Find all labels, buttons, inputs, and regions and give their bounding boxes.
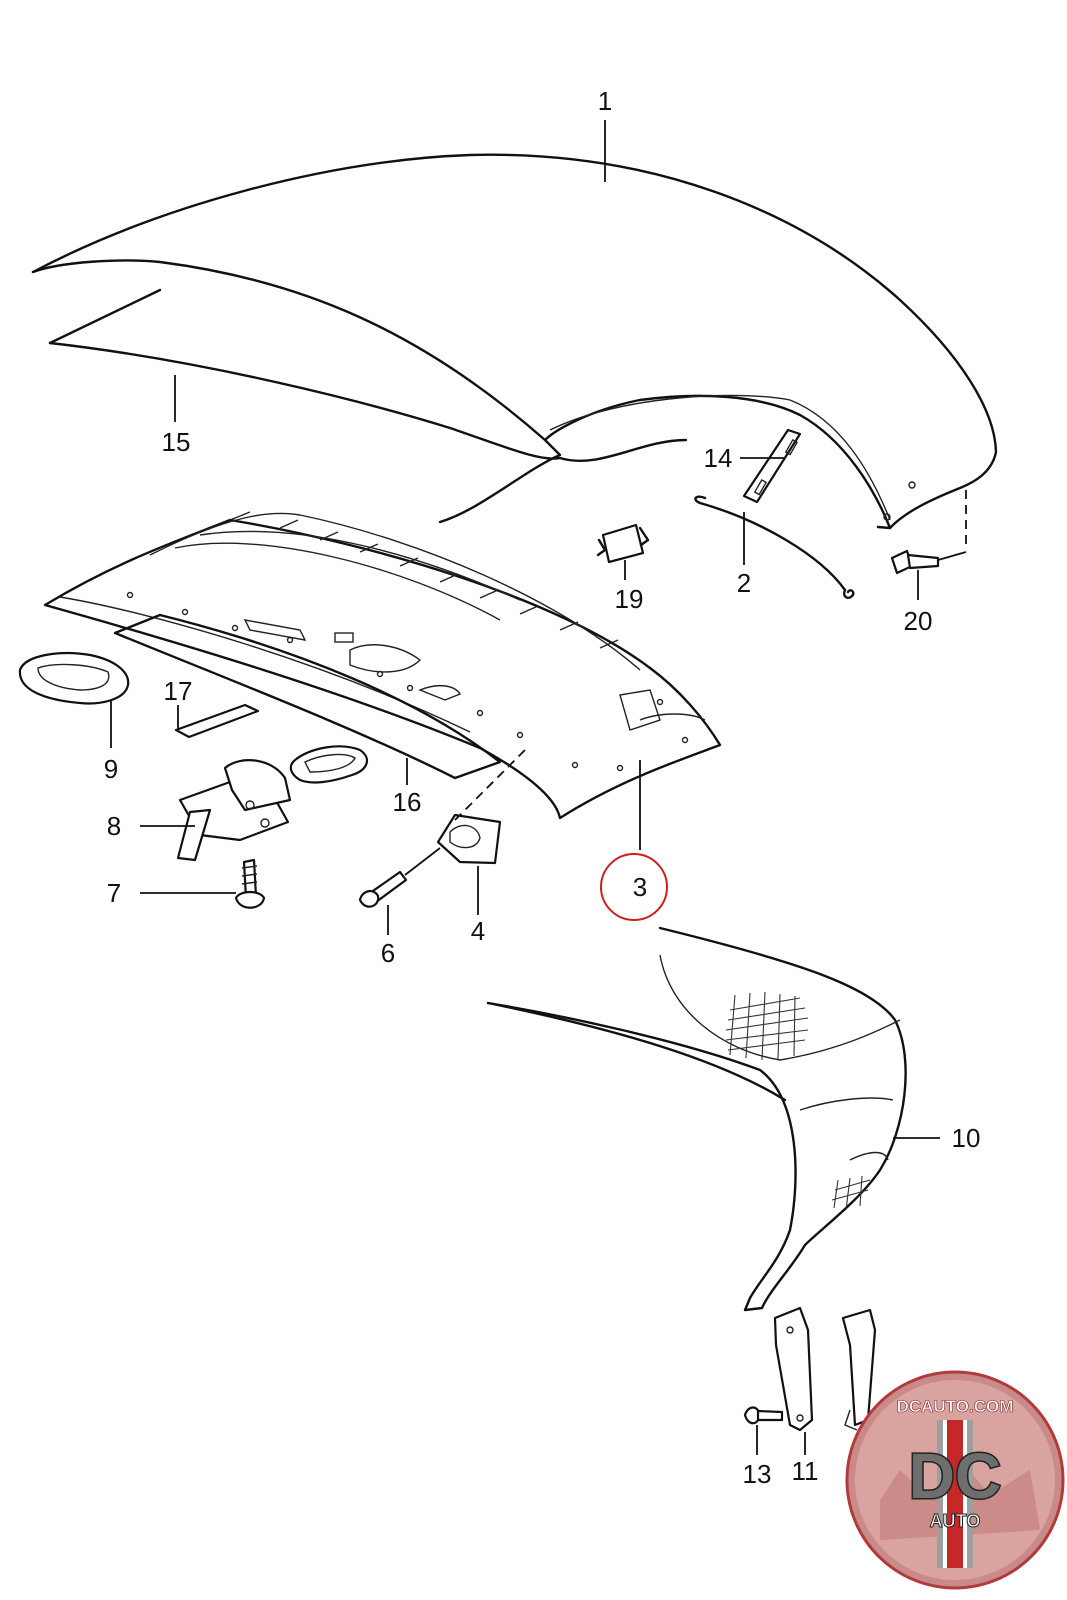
callout-6: 6: [381, 938, 395, 968]
part-8-latch: [176, 745, 369, 862]
callout-16: 16: [393, 787, 422, 817]
logo-site-text: DCAUTO.COM: [897, 1397, 1014, 1416]
callout-labels: 1 2 3 4 6 7 8 9 10 11 12 13 14 15 16 17 …: [104, 86, 981, 1489]
callout-3: 3: [633, 872, 647, 902]
callout-3-highlight-ring: [600, 853, 668, 921]
callout-8: 8: [107, 811, 121, 841]
callout-1: 1: [598, 86, 612, 116]
part-13-screw: [743, 1406, 784, 1425]
leader-lines: [110, 120, 940, 1455]
callout-19: 19: [615, 584, 644, 614]
callout-4: 4: [471, 916, 485, 946]
part-4-bracket: [436, 749, 526, 865]
part-17-strip: [174, 703, 260, 739]
part-9-bezel: [18, 652, 130, 705]
callout-9: 9: [104, 754, 118, 784]
part-2-cable: [694, 495, 855, 599]
callout-11: 11: [792, 1456, 819, 1486]
callout-7: 7: [107, 878, 121, 908]
part-19-clip: [596, 523, 650, 564]
callout-15: 15: [162, 427, 191, 457]
part-14-strap: [742, 428, 802, 504]
part-20-screw: [890, 490, 967, 575]
dcauto-logo: DCAUTO.COM DC AUTO: [845, 1370, 1065, 1590]
logo-word: AUTO: [930, 1511, 981, 1531]
part-6-bolt: [358, 847, 441, 908]
part-1-hardtop-shell: [31, 153, 998, 530]
callout-2: 2: [737, 568, 751, 598]
callout-20: 20: [904, 606, 933, 636]
part-11-bracket: [773, 1306, 814, 1432]
part-10-side-trim: [486, 926, 907, 1312]
callout-14: 14: [704, 443, 733, 473]
callout-10: 10: [952, 1123, 981, 1153]
callout-13: 13: [743, 1459, 772, 1489]
part-7-screw: [234, 858, 266, 909]
part-16-mat: [113, 613, 502, 780]
callout-17: 17: [164, 676, 193, 706]
logo-mark: DC: [909, 1440, 1001, 1512]
part-15-headliner: [48, 288, 688, 463]
